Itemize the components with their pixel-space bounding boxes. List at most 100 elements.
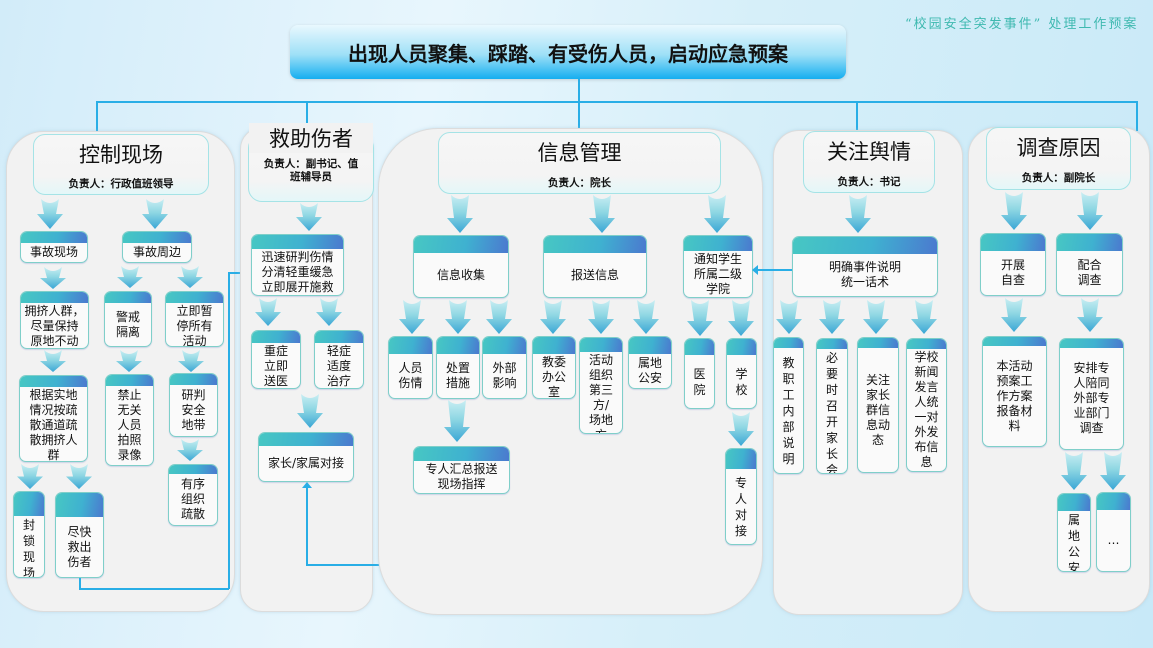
connector-line: [306, 101, 308, 131]
node-accident-surroundings[interactable]: 事故周边: [122, 231, 192, 263]
node-label: 外部 影响: [492, 361, 517, 390]
panel-header-info-management: 信息管理 负责人：院长: [438, 132, 721, 194]
node-staff-briefing[interactable]: 教 职 工 内 部 说 明: [773, 337, 804, 474]
section-title: 信息管理: [537, 141, 622, 165]
node-label: 迅速研判伤情 分清轻重缓急 立即展开施救: [261, 250, 334, 294]
connector-line: [306, 484, 308, 565]
node-crowd-stay[interactable]: 拥挤人群， 尽量保持 原地不动: [20, 291, 89, 349]
node-local-police-2[interactable]: 属 地 公 安: [1057, 493, 1091, 572]
node-label: 开展 自查: [1000, 258, 1025, 287]
node-accident-scene[interactable]: 事故现场: [20, 231, 88, 263]
connector-line: [753, 269, 792, 271]
node-label: 明确事件说明 统一话术: [828, 260, 901, 289]
node-label: 专 人 对 接: [734, 475, 747, 538]
section-lead: 负责人：行政值班领导: [68, 178, 174, 190]
connector-line: [1136, 101, 1138, 131]
node-school[interactable]: 学 校: [726, 338, 757, 409]
node-label: 信息收集: [436, 267, 485, 282]
node-notify-college[interactable]: 通知学生 所属二级 学院: [683, 235, 753, 298]
node-third-party[interactable]: 活动 组织 第三 方/ 场地 方: [579, 337, 623, 434]
node-label: 安排专 人陪同 外部专 业部门 调查: [1073, 361, 1110, 435]
node-parent-meeting[interactable]: 必 要 时 召 开 家 长 会: [816, 338, 848, 474]
node-safe-zone[interactable]: 研判 安全 地带: [169, 373, 218, 437]
node-label: 人员 伤情: [398, 361, 423, 390]
node-summary-report[interactable]: 专人汇总报送 现场指挥: [413, 446, 510, 494]
node-mild-treatment[interactable]: 轻症 适度 治疗: [314, 330, 364, 389]
node-label: 活动 组织 第三 方/ 场地 方: [588, 353, 613, 433]
connector-line: [79, 578, 81, 589]
node-label: 本活动 预案工 作方案 报备材 料: [996, 358, 1033, 433]
section-lead: 负责人：院长: [548, 177, 611, 189]
node-severe-hospital[interactable]: 重症 立即 送医: [251, 330, 301, 389]
node-label: …: [1107, 533, 1120, 547]
node-orderly-evacuation[interactable]: 有序 组织 疏散: [168, 464, 218, 526]
node-label: 封 锁 现 场: [22, 518, 35, 578]
node-label: 报送信息: [570, 267, 619, 282]
node-info-collect[interactable]: 信息收集: [413, 235, 509, 298]
node-label: 立即暂 停所有 活动: [176, 304, 213, 347]
section-title: 调查原因: [1016, 136, 1101, 160]
node-parent-groups[interactable]: 关注 家长 群信 息动 态: [857, 337, 899, 473]
node-accompany-experts[interactable]: 安排专 人陪同 外部专 业部门 调查: [1059, 338, 1124, 450]
node-label: 有序 组织 疏散: [180, 477, 205, 521]
node-label: 配合 调查: [1077, 258, 1102, 287]
section-title: 救助伤者: [249, 123, 373, 153]
node-hospital[interactable]: 医 院: [684, 338, 715, 409]
connector-line: [96, 101, 98, 131]
node-spokesperson[interactable]: 学校 新闻 发言 人统 一对 外发 布信 息: [906, 338, 947, 472]
connector-line: [79, 588, 229, 590]
node-label: 拥挤人群， 尽量保持 原地不动: [24, 304, 85, 348]
node-label: 属地 公安: [637, 356, 662, 385]
section-title: 控制现场: [79, 143, 163, 167]
node-info-report[interactable]: 报送信息: [543, 235, 647, 298]
node-label: 属 地 公 安: [1067, 513, 1080, 572]
node-dedicated-contact[interactable]: 专 人 对 接: [725, 448, 757, 545]
node-evacuate-by-channel[interactable]: 根据实地 情况按疏 散通道疏 散拥挤人 群: [19, 375, 88, 462]
node-others[interactable]: …: [1096, 492, 1131, 572]
node-family-contact[interactable]: 家长/家属对接: [258, 432, 354, 482]
node-label: 专人汇总报送 现场指挥: [425, 462, 498, 491]
node-label: 尽快 救出 伤者: [67, 524, 92, 569]
node-assess-injuries[interactable]: 迅速研判伤情 分清轻重缓急 立即展开施救: [251, 234, 344, 296]
node-casualties[interactable]: 人员 伤情: [388, 336, 433, 399]
node-measures[interactable]: 处置 措施: [436, 336, 480, 399]
node-cooperate-investigation[interactable]: 配合 调查: [1056, 233, 1123, 296]
main-title: 出现人员聚集、踩踏、有受伤人员，启动应急预案: [290, 25, 846, 79]
node-label: 教委 办公 室: [541, 355, 566, 399]
connector-line: [856, 101, 858, 131]
arrowhead-up-icon: [302, 482, 312, 488]
node-no-photos[interactable]: 禁止 无关 人员 拍照 录像: [105, 374, 154, 466]
node-education-office[interactable]: 教委 办公 室: [532, 336, 576, 399]
node-self-inspection[interactable]: 开展 自查: [980, 233, 1046, 296]
arrowhead-left-icon: [752, 265, 758, 275]
node-label: 轻症 适度 治疗: [326, 344, 351, 388]
node-label: 事故周边: [132, 245, 181, 259]
node-label: 重症 立即 送医: [263, 344, 288, 388]
node-label: 禁止 无关 人员 拍照 录像: [117, 388, 142, 462]
node-file-materials[interactable]: 本活动 预案工 作方案 报备材 料: [982, 336, 1047, 447]
node-local-police[interactable]: 属地 公安: [628, 336, 672, 389]
node-label: 事故现场: [29, 245, 78, 259]
node-label: 处置 措施: [445, 361, 470, 390]
panel-header-control-scene: 控制现场 负责人：行政值班领导: [33, 134, 209, 195]
node-label: 必 要 时 召 开 家 长 会: [825, 351, 838, 474]
panel-header-public-opinion: 关注舆情 负责人：书记: [803, 131, 935, 193]
section-lead: 负责人：副书记、值 班辅导员: [263, 158, 359, 183]
node-cordon[interactable]: 警戒 隔离: [104, 291, 152, 347]
node-rescue-injured[interactable]: 尽快 救出 伤者: [55, 492, 104, 578]
node-label: 家长/家属对接: [267, 456, 345, 470]
document-subtitle: “校园安全突发事件” 处理工作预案: [905, 17, 1139, 32]
node-label: 警戒 隔离: [115, 309, 140, 339]
node-unified-message[interactable]: 明确事件说明 统一话术: [792, 236, 938, 297]
node-label: 通知学生 所属二级 学院: [693, 252, 742, 296]
panel-header-investigate-cause: 调查原因 负责人：副院长: [986, 127, 1131, 190]
node-seal-scene[interactable]: 封 锁 现 场: [13, 491, 45, 578]
panel-header-rescue-injured: 救助伤者 负责人：副书记、值 班辅导员: [248, 123, 374, 202]
node-suspend-activities[interactable]: 立即暂 停所有 活动: [165, 291, 224, 347]
connector-line: [228, 272, 250, 274]
node-label: 研判 安全 地带: [181, 388, 206, 432]
connector-line: [578, 79, 580, 102]
node-label: 教 职 工 内 部 说 明: [782, 355, 795, 466]
node-external-impact[interactable]: 外部 影响: [482, 336, 527, 399]
connector-line: [578, 101, 580, 131]
